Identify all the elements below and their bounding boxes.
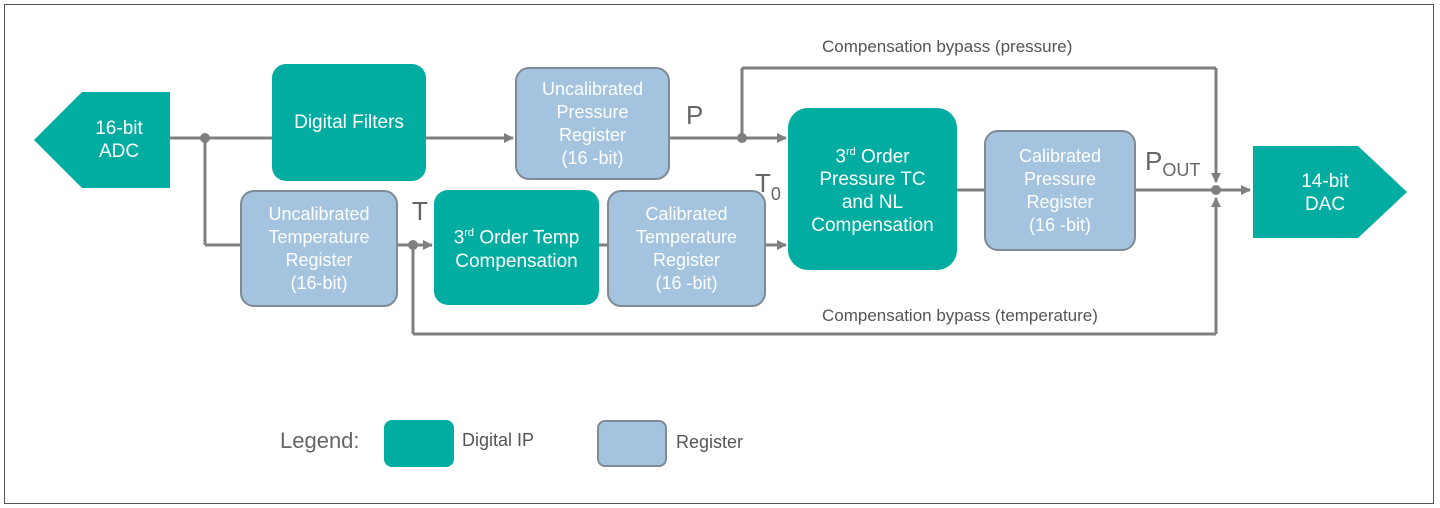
dac-line1: 14-bit [1301, 171, 1349, 192]
dac-block [1253, 146, 1407, 238]
pressure-compensation-block: 3rd Order Pressure TC and NL Compensatio… [788, 108, 957, 270]
legend-register-swatch [597, 420, 667, 467]
pressure-comp-line3: and NL [841, 192, 904, 214]
adc-line2: ADC [98, 141, 140, 162]
bypass-temperature-label: Compensation bypass (temperature) [822, 306, 1098, 325]
uncal-temp-line3: Register [285, 249, 353, 270]
signal-t0-label: T0 [755, 168, 781, 204]
cal-pressure-line2: Pressure [1023, 168, 1097, 189]
cal-pressure-line3: Register [1026, 191, 1094, 212]
signal-pout-label: POUT [1145, 146, 1201, 180]
cal-temp-line3: Register [652, 249, 721, 270]
dac-line2: DAC [1304, 194, 1346, 215]
temperature-compensation-block: 3rd Order Temp Compensation [434, 190, 599, 305]
uncal-pressure-line3: Register [558, 124, 627, 145]
digital-filters-block: Digital Filters [272, 64, 426, 181]
uncal-temp-line4: (16-bit) [290, 272, 348, 293]
adc-line1: 16-bit [95, 118, 143, 139]
uncal-pressure-line2: Pressure [556, 101, 629, 122]
signal-t-label: T [412, 196, 428, 226]
calibrated-temperature-register: Calibrated Temperature Register (16 -bit… [607, 190, 766, 307]
adc-label: 16-bit ADC [84, 117, 154, 163]
legend-title: Legend: [280, 428, 360, 453]
uncalibrated-pressure-register: Uncalibrated Pressure Register (16 -bit) [515, 67, 670, 180]
signal-p-label: P [686, 100, 704, 130]
cal-temp-line1: Calibrated [645, 203, 728, 224]
cal-temp-line2: Temperature [635, 226, 738, 247]
temp-comp-line1: 3rd Order Temp [453, 227, 580, 249]
temp-comp-line2: Compensation [455, 250, 578, 272]
digital-filters-label: Digital Filters [294, 112, 404, 133]
cal-pressure-line4: (16 -bit) [1028, 214, 1091, 235]
legend-digital-ip-label: Digital IP [462, 430, 535, 450]
uncalibrated-temperature-register: Uncalibrated Temperature Register (16-bi… [240, 190, 398, 307]
pressure-comp-line1: 3rd Order [835, 145, 910, 168]
legend-register-label: Register [676, 432, 744, 452]
pressure-comp-line4: Compensation [811, 215, 934, 237]
diagram-frame [4, 4, 1434, 504]
uncal-temp-line2: Temperature [268, 226, 370, 247]
cal-pressure-line1: Calibrated [1018, 145, 1102, 166]
bypass-pressure-label: Compensation bypass (pressure) [822, 37, 1073, 56]
uncal-pressure-line1: Uncalibrated [541, 78, 644, 99]
dac-label: 14-bit DAC [1285, 170, 1365, 216]
legend-digital-ip-swatch [384, 420, 454, 467]
adc-block [34, 92, 170, 188]
uncal-pressure-line4: (16 -bit) [561, 147, 624, 168]
uncal-temp-line1: Uncalibrated [268, 203, 370, 224]
calibrated-pressure-register: Calibrated Pressure Register (16 -bit) [984, 130, 1136, 251]
cal-temp-line4: (16 -bit) [655, 272, 718, 293]
pressure-comp-line2: Pressure TC [819, 169, 926, 191]
